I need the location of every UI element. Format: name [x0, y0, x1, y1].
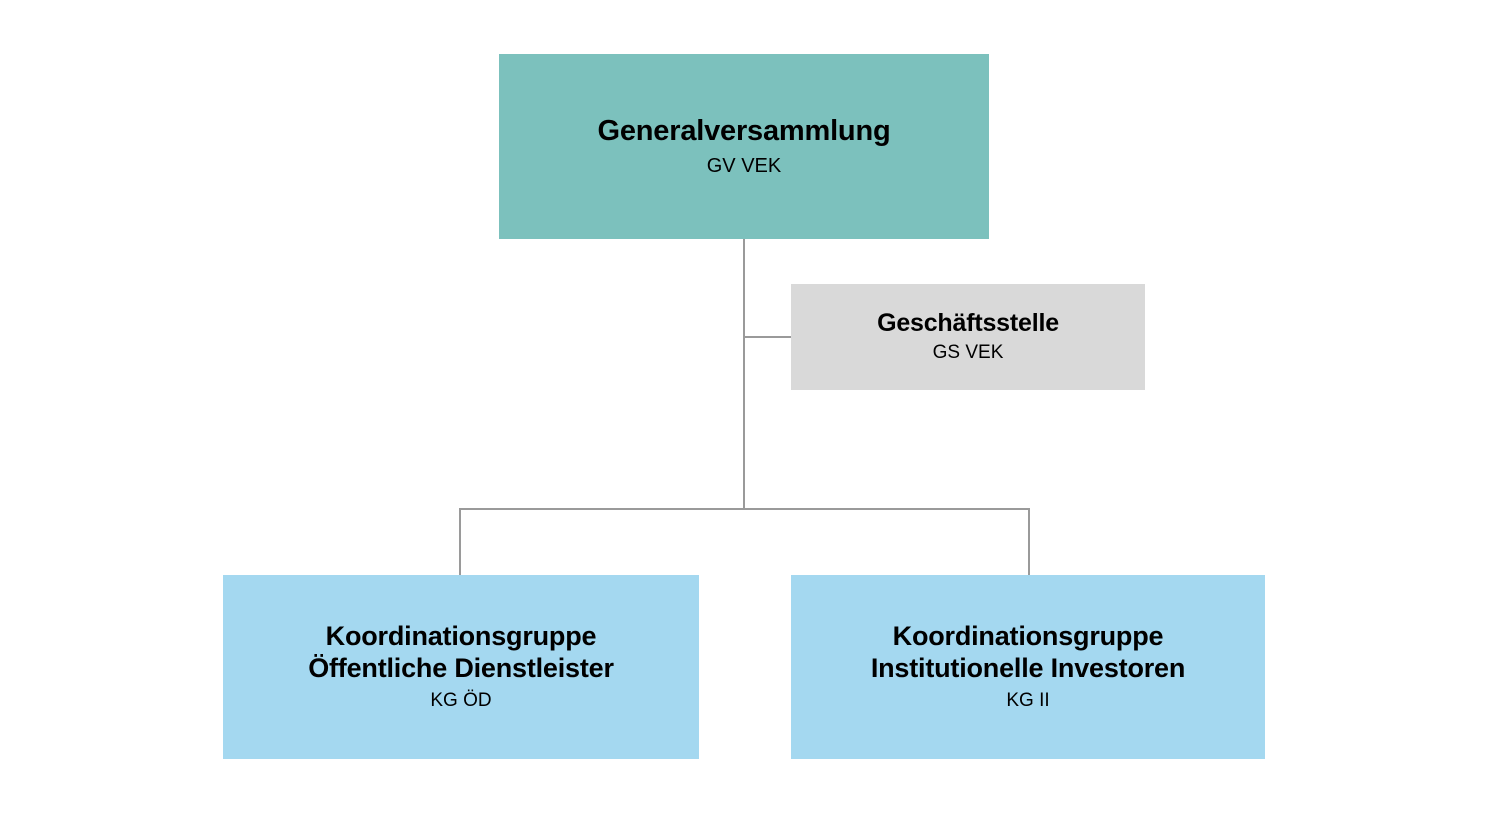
node-kg-ii-subtitle: KG II: [1006, 689, 1050, 711]
connector-drop-kg-oed: [459, 508, 461, 575]
node-geschaeftsstelle-title: Geschäftsstelle: [877, 308, 1059, 337]
node-generalversammlung-title: Generalversammlung: [597, 115, 891, 148]
node-kg-ii-title: Koordinationsgruppe Institutionelle Inve…: [870, 621, 1186, 684]
node-kg-oed-subtitle: KG ÖD: [430, 689, 492, 711]
connector-gv-trunk-lower: [743, 338, 745, 510]
node-kg-oed-title: Koordinationsgruppe Öffentliche Dienstle…: [308, 621, 614, 684]
connector-split-bar: [459, 508, 1030, 510]
node-koordinationsgruppe-institutionelle-investoren[interactable]: Koordinationsgruppe Institutionelle Inve…: [791, 575, 1265, 759]
connector-gv-trunk-upper: [743, 239, 745, 338]
connector-drop-kg-ii: [1028, 508, 1030, 575]
node-koordinationsgruppe-oeffentliche-dienstleister[interactable]: Koordinationsgruppe Öffentliche Dienstle…: [223, 575, 699, 759]
node-generalversammlung[interactable]: Generalversammlung GV VEK: [499, 54, 989, 239]
connector-gv-to-geschaeftsstelle: [743, 336, 793, 338]
node-geschaeftsstelle-subtitle: GS VEK: [932, 342, 1004, 364]
node-generalversammlung-subtitle: GV VEK: [706, 154, 782, 177]
node-geschaeftsstelle[interactable]: Geschäftsstelle GS VEK: [791, 284, 1145, 390]
